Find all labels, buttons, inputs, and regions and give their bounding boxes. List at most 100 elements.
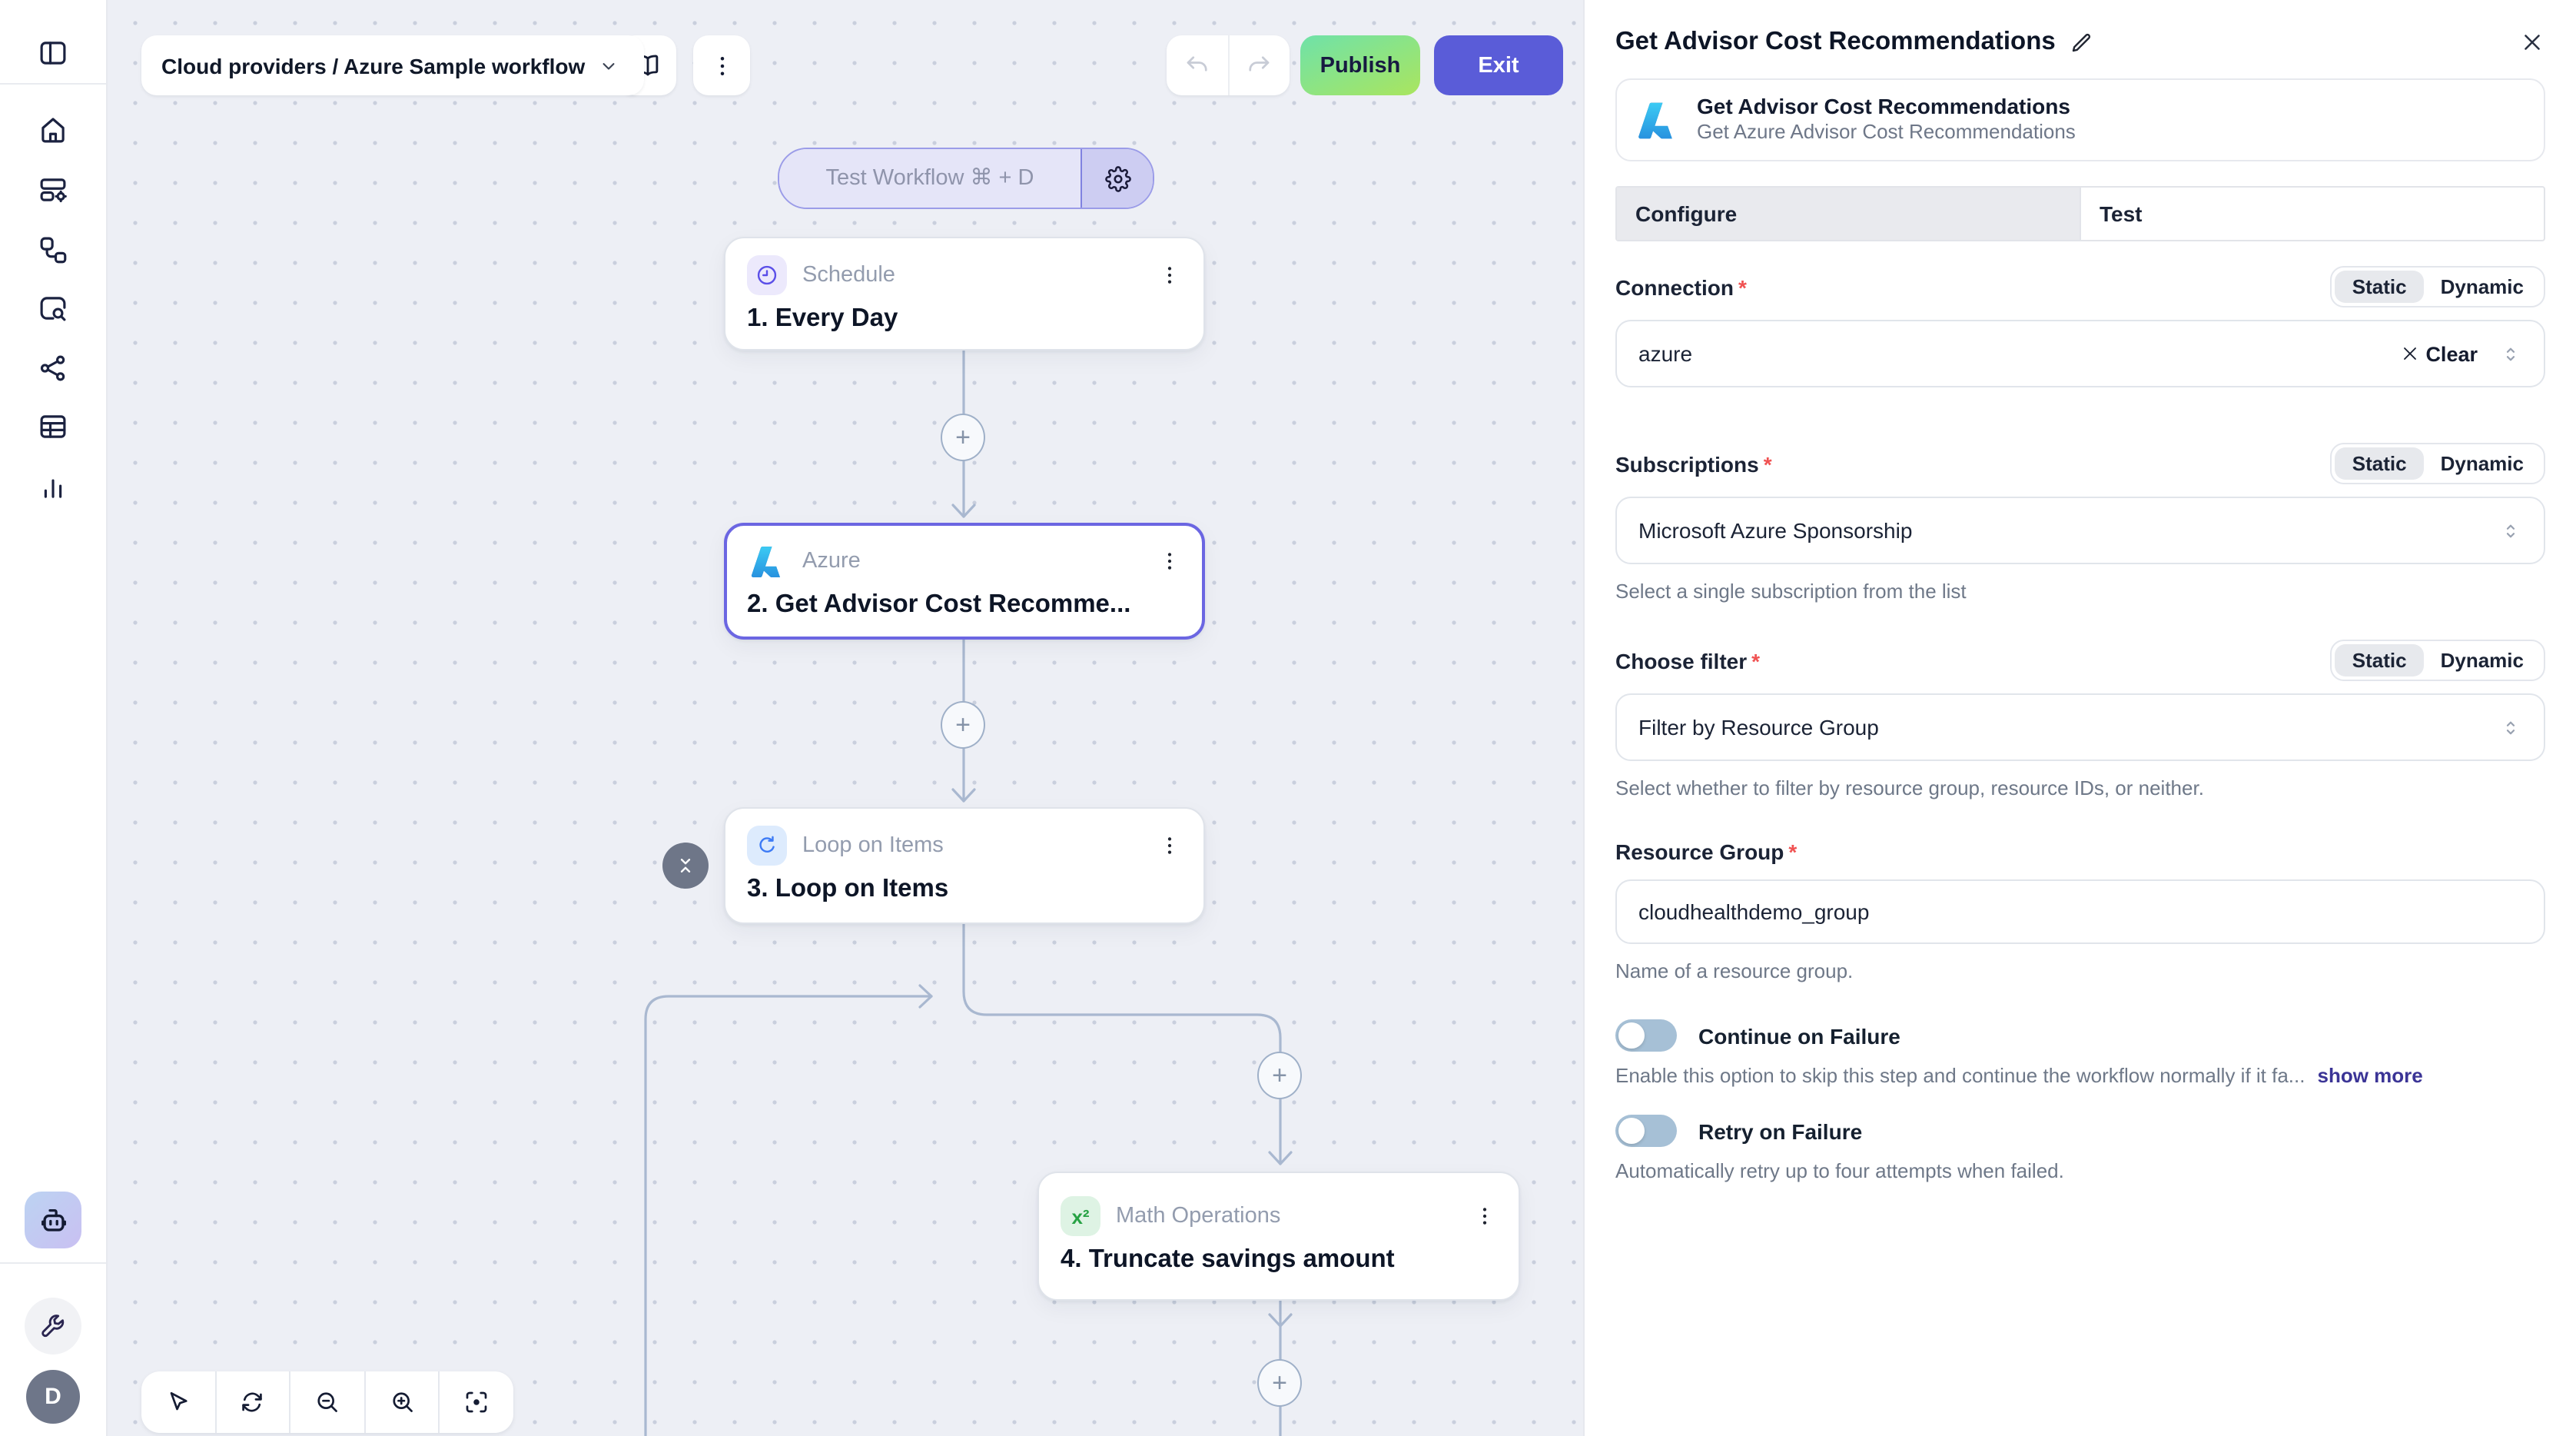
connection-select[interactable]: azure Clear bbox=[1615, 320, 2545, 387]
canvas-zoom-controls bbox=[141, 1371, 513, 1433]
azure-logo-icon bbox=[747, 541, 787, 581]
search-box-icon bbox=[40, 296, 66, 321]
collapse-icon bbox=[680, 859, 691, 873]
workflow-nodes-icon bbox=[40, 236, 67, 263]
sidebar-item-browse[interactable] bbox=[24, 278, 82, 337]
sidebar-item-agent-active[interactable] bbox=[25, 1192, 81, 1248]
sidebar-item-integrations[interactable] bbox=[24, 338, 82, 397]
sidebar-item-home[interactable] bbox=[24, 100, 82, 158]
azure-logo-icon bbox=[1637, 99, 1678, 141]
node-menu-button[interactable] bbox=[1472, 1204, 1497, 1228]
mode-dynamic[interactable]: Dynamic bbox=[2440, 649, 2524, 672]
filter-select[interactable]: Filter by Resource Group bbox=[1615, 693, 2545, 761]
action-description: Get Azure Advisor Cost Recommendations bbox=[1697, 120, 2076, 144]
edit-title-icon[interactable] bbox=[2070, 30, 2094, 55]
wrench-icon bbox=[41, 1315, 65, 1338]
workflow-breadcrumb-dropdown[interactable]: Cloud providers / Azure Sample workflow bbox=[141, 35, 644, 95]
action-summary-card: Get Advisor Cost Recommendations Get Azu… bbox=[1615, 78, 2545, 161]
node-schedule[interactable]: Schedule 1. Every Day bbox=[724, 237, 1205, 351]
sidebar-item-workflows[interactable] bbox=[24, 220, 82, 278]
redo-icon bbox=[1249, 55, 1270, 71]
clear-label: Clear bbox=[2425, 342, 2478, 365]
select-chevrons-icon bbox=[2506, 720, 2515, 734]
sync-icon bbox=[243, 1392, 263, 1412]
pointer-tool-button[interactable] bbox=[141, 1371, 214, 1433]
settings-tools-button[interactable] bbox=[25, 1298, 81, 1355]
subscriptions-mode-toggle: Static Dynamic bbox=[2330, 443, 2545, 484]
mode-dynamic[interactable]: Dynamic bbox=[2440, 452, 2524, 475]
field-label-subscriptions: Subscriptions* bbox=[1615, 451, 1772, 476]
share-icon bbox=[40, 354, 65, 381]
connection-mode-toggle: Static Dynamic bbox=[2330, 266, 2545, 307]
math-icon-glyph: x² bbox=[1071, 1205, 1090, 1228]
collapse-loop-button[interactable] bbox=[662, 843, 709, 889]
toggle-knob bbox=[1618, 1118, 1645, 1144]
sidebar-item-tables[interactable] bbox=[24, 397, 82, 455]
node-azure-selected[interactable]: Azure 2. Get Advisor Cost Recomme... bbox=[724, 523, 1205, 640]
continue-on-failure-row: Continue on Failure bbox=[1615, 1019, 2545, 1052]
field-label-connection: Connection* bbox=[1615, 274, 1747, 299]
zoom-in-button[interactable] bbox=[363, 1371, 439, 1433]
add-step-button[interactable]: + bbox=[1257, 1359, 1302, 1407]
required-mark: * bbox=[1763, 451, 1772, 476]
continue-on-failure-toggle[interactable] bbox=[1615, 1019, 1677, 1052]
node-menu-button[interactable] bbox=[1157, 549, 1182, 573]
node-math-operations[interactable]: x² Math Operations 4. Truncate savings a… bbox=[1037, 1172, 1520, 1301]
add-step-button[interactable]: + bbox=[941, 701, 985, 749]
sidebar-item-analytics[interactable] bbox=[24, 457, 82, 515]
select-chevrons-icon bbox=[2506, 347, 2515, 361]
exit-button[interactable]: Exit bbox=[1434, 35, 1563, 95]
tab-configure[interactable]: Configure bbox=[1617, 188, 2081, 240]
exit-label: Exit bbox=[1478, 53, 1519, 78]
toggle-knob bbox=[1618, 1022, 1645, 1049]
field-label-resource-group: Resource Group* bbox=[1615, 839, 1798, 864]
node-menu-button[interactable] bbox=[1157, 833, 1182, 858]
publish-button[interactable]: Publish bbox=[1300, 35, 1420, 95]
kebab-menu-icon bbox=[719, 56, 724, 75]
action-name: Get Advisor Cost Recommendations bbox=[1697, 93, 2070, 118]
clear-connection-button[interactable]: Clear bbox=[2401, 342, 2478, 365]
sidebar-item-dashboards[interactable] bbox=[24, 160, 82, 218]
undo-button[interactable] bbox=[1167, 35, 1227, 95]
user-avatar[interactable]: D bbox=[26, 1370, 80, 1424]
node-type-label: Schedule bbox=[802, 263, 895, 288]
retry-on-failure-row: Retry on Failure bbox=[1615, 1115, 2545, 1147]
test-workflow-button[interactable]: Test Workflow ⌘ + D bbox=[778, 148, 1154, 209]
fit-view-button[interactable] bbox=[438, 1371, 513, 1433]
continue-on-failure-label: Continue on Failure bbox=[1698, 1023, 1900, 1048]
workflow-menu-button[interactable] bbox=[693, 35, 750, 95]
redo-button[interactable] bbox=[1227, 35, 1290, 95]
mode-dynamic[interactable]: Dynamic bbox=[2440, 275, 2524, 298]
mode-static[interactable]: Static bbox=[2335, 644, 2424, 676]
config-panel: Get Advisor Cost Recommendations Get Adv… bbox=[1583, 0, 2576, 1436]
zoom-in-icon bbox=[392, 1392, 413, 1412]
tab-test-label: Test bbox=[2100, 201, 2143, 226]
resource-group-value: cloudhealthdemo_group bbox=[1638, 899, 1870, 924]
retry-on-failure-toggle[interactable] bbox=[1615, 1115, 1677, 1147]
test-settings-button[interactable] bbox=[1081, 149, 1153, 208]
node-menu-button[interactable] bbox=[1157, 263, 1182, 288]
show-more-link[interactable]: show more bbox=[2317, 1064, 2423, 1087]
required-mark: * bbox=[1788, 839, 1798, 864]
cursor-icon bbox=[170, 1391, 188, 1411]
zoom-out-icon bbox=[317, 1392, 337, 1412]
avatar-initial: D bbox=[45, 1384, 61, 1410]
tab-test[interactable]: Test bbox=[2081, 188, 2544, 240]
subscriptions-select[interactable]: Microsoft Azure Sponsorship bbox=[1615, 497, 2545, 564]
sidebar-collapse-button[interactable] bbox=[24, 23, 82, 81]
resource-group-input[interactable]: cloudhealthdemo_group bbox=[1615, 879, 2545, 944]
add-step-button[interactable]: + bbox=[941, 414, 985, 461]
mode-static[interactable]: Static bbox=[2335, 447, 2424, 480]
connection-value: azure bbox=[1638, 341, 1693, 366]
node-loop[interactable]: Loop on Items 3. Loop on Items bbox=[724, 807, 1205, 924]
add-step-button[interactable]: + bbox=[1257, 1052, 1302, 1099]
refresh-layout-button[interactable] bbox=[214, 1371, 289, 1433]
history-controls bbox=[1167, 35, 1290, 95]
node-title: 1. Every Day bbox=[747, 304, 898, 332]
field-label-filter: Choose filter* bbox=[1615, 648, 1761, 673]
close-panel-button[interactable] bbox=[2519, 29, 2545, 55]
clear-x-icon bbox=[2404, 347, 2417, 360]
mode-static[interactable]: Static bbox=[2335, 271, 2424, 303]
zoom-out-button[interactable] bbox=[289, 1371, 363, 1433]
